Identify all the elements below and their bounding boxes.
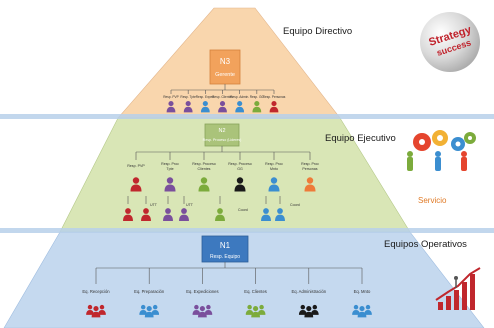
executive-role-label: Tpte	[166, 167, 173, 171]
operative-team-people-person-right	[204, 304, 213, 315]
operative-teams-title: Equipos Operativos	[384, 239, 467, 250]
directive-team-title: Equipo Directivo	[283, 26, 353, 37]
n1-subtitle: Resp. Equipo	[210, 254, 240, 260]
executive-role-person	[164, 177, 176, 192]
directive-role-person	[200, 101, 210, 113]
operative-team-label: Eq. Recepción	[82, 289, 110, 294]
executive-role-person	[130, 177, 142, 192]
executive-sub-person	[275, 208, 285, 221]
operative-team-people	[192, 304, 213, 318]
operative-team-people-person-right	[98, 304, 106, 315]
directive-role-label: Resp. Personas	[263, 95, 286, 99]
directive-role-person	[218, 101, 227, 113]
operative-team-people-person-right	[257, 304, 266, 315]
gears-icon	[407, 130, 476, 171]
executive-role-label: Resp. PVP	[127, 164, 145, 168]
executive-role-label: Resp. Proc	[161, 162, 179, 166]
directive-role-person	[166, 101, 176, 113]
executive-role-label: Personas	[302, 167, 317, 171]
operative-team-label: Eq. Mnto	[354, 289, 371, 294]
n2-title: N2	[218, 128, 225, 134]
operative-team-people-person-center	[357, 306, 367, 318]
executive-role-label: GG	[237, 167, 243, 171]
growth-chart-icon	[435, 267, 481, 310]
n3-subtitle: Gerente	[215, 72, 235, 78]
executive-sub-label: UTT	[186, 203, 194, 207]
n3-title: N3	[220, 57, 231, 66]
executive-sub-label: Coord	[290, 203, 300, 207]
directive-role-label: Resp. Exped.	[196, 95, 215, 99]
operative-team-label: Eq. Clientes	[244, 289, 267, 294]
directive-role-label: Resp. Clientes	[212, 95, 233, 99]
directive-role-person	[252, 101, 262, 113]
operative-team-people	[245, 304, 266, 318]
operative-team-label: Eq. Preparación	[134, 289, 165, 294]
operative-team-people-person-center	[251, 306, 260, 318]
n1-title: N1	[220, 241, 231, 250]
executive-sub-label: Coord	[238, 208, 248, 212]
operative-team-people-person-left	[192, 304, 201, 315]
servicio-tagline: Servicio	[418, 196, 447, 205]
directive-role-person	[269, 101, 279, 113]
operative-team-people-person-right	[151, 304, 160, 315]
operative-team-people-person-left	[245, 304, 254, 315]
executive-role-person	[234, 177, 246, 192]
executive-team-title: Equipo Ejecutivo	[325, 133, 396, 144]
executive-role-label: Clientes	[198, 167, 211, 171]
operative-team-people-person-left	[86, 304, 94, 315]
operative-team-people-person-right	[310, 304, 319, 315]
operative-team-people-person-center	[304, 306, 314, 318]
executive-sub-person	[215, 208, 225, 221]
executive-sub-person	[179, 208, 189, 221]
executive-role-person	[268, 177, 280, 192]
ball-words: Strategy success	[422, 22, 480, 62]
directive-role-label: Resp. PVP	[163, 95, 179, 99]
n3-box	[209, 49, 241, 85]
executive-sub-person	[261, 208, 271, 221]
executive-role-label: Resp. Proceso	[228, 162, 252, 166]
executive-role-label: Resp. Proc	[265, 162, 283, 166]
directive-role-label: Resp. Tpte	[180, 95, 196, 99]
operative-team-people-person-center	[91, 306, 101, 318]
executive-role-person	[304, 177, 316, 192]
executive-sub-label: UTT	[150, 203, 158, 207]
executive-role-label: Mnto	[270, 167, 278, 171]
operative-team-people	[352, 304, 372, 318]
directive-role-person	[235, 101, 245, 113]
operative-team-people	[86, 304, 106, 318]
operative-team-people	[298, 304, 319, 318]
executive-role-label: Resp. Proceso	[192, 162, 216, 166]
operative-team-label: Eq. Expediciones	[186, 289, 218, 294]
executive-sub-person	[123, 208, 133, 221]
operative-team-people-person-left	[352, 304, 360, 315]
executive-sub-person	[141, 208, 151, 221]
directive-role-label: Resp. Admin.	[230, 95, 249, 99]
operative-team-people	[139, 304, 160, 318]
strategy-ball-icon: Strategy success	[420, 12, 480, 72]
operative-team-people-person-center	[144, 306, 154, 318]
directive-role-person	[183, 101, 193, 113]
operative-team-label: Eq. Administración	[291, 289, 326, 294]
operative-team-people-person-left	[298, 304, 307, 315]
n2-subtitle: Resp. Proceso (Lideres)	[203, 138, 242, 142]
executive-role-person	[198, 177, 210, 192]
operative-team-people-person-left	[139, 304, 148, 315]
operative-team-people-person-center	[198, 306, 207, 318]
directive-role-label: Resp. GG	[250, 95, 265, 99]
executive-sub-person	[163, 208, 173, 221]
executive-role-label: Resp. Proc	[301, 162, 319, 166]
operative-team-people-person-right	[364, 304, 372, 315]
